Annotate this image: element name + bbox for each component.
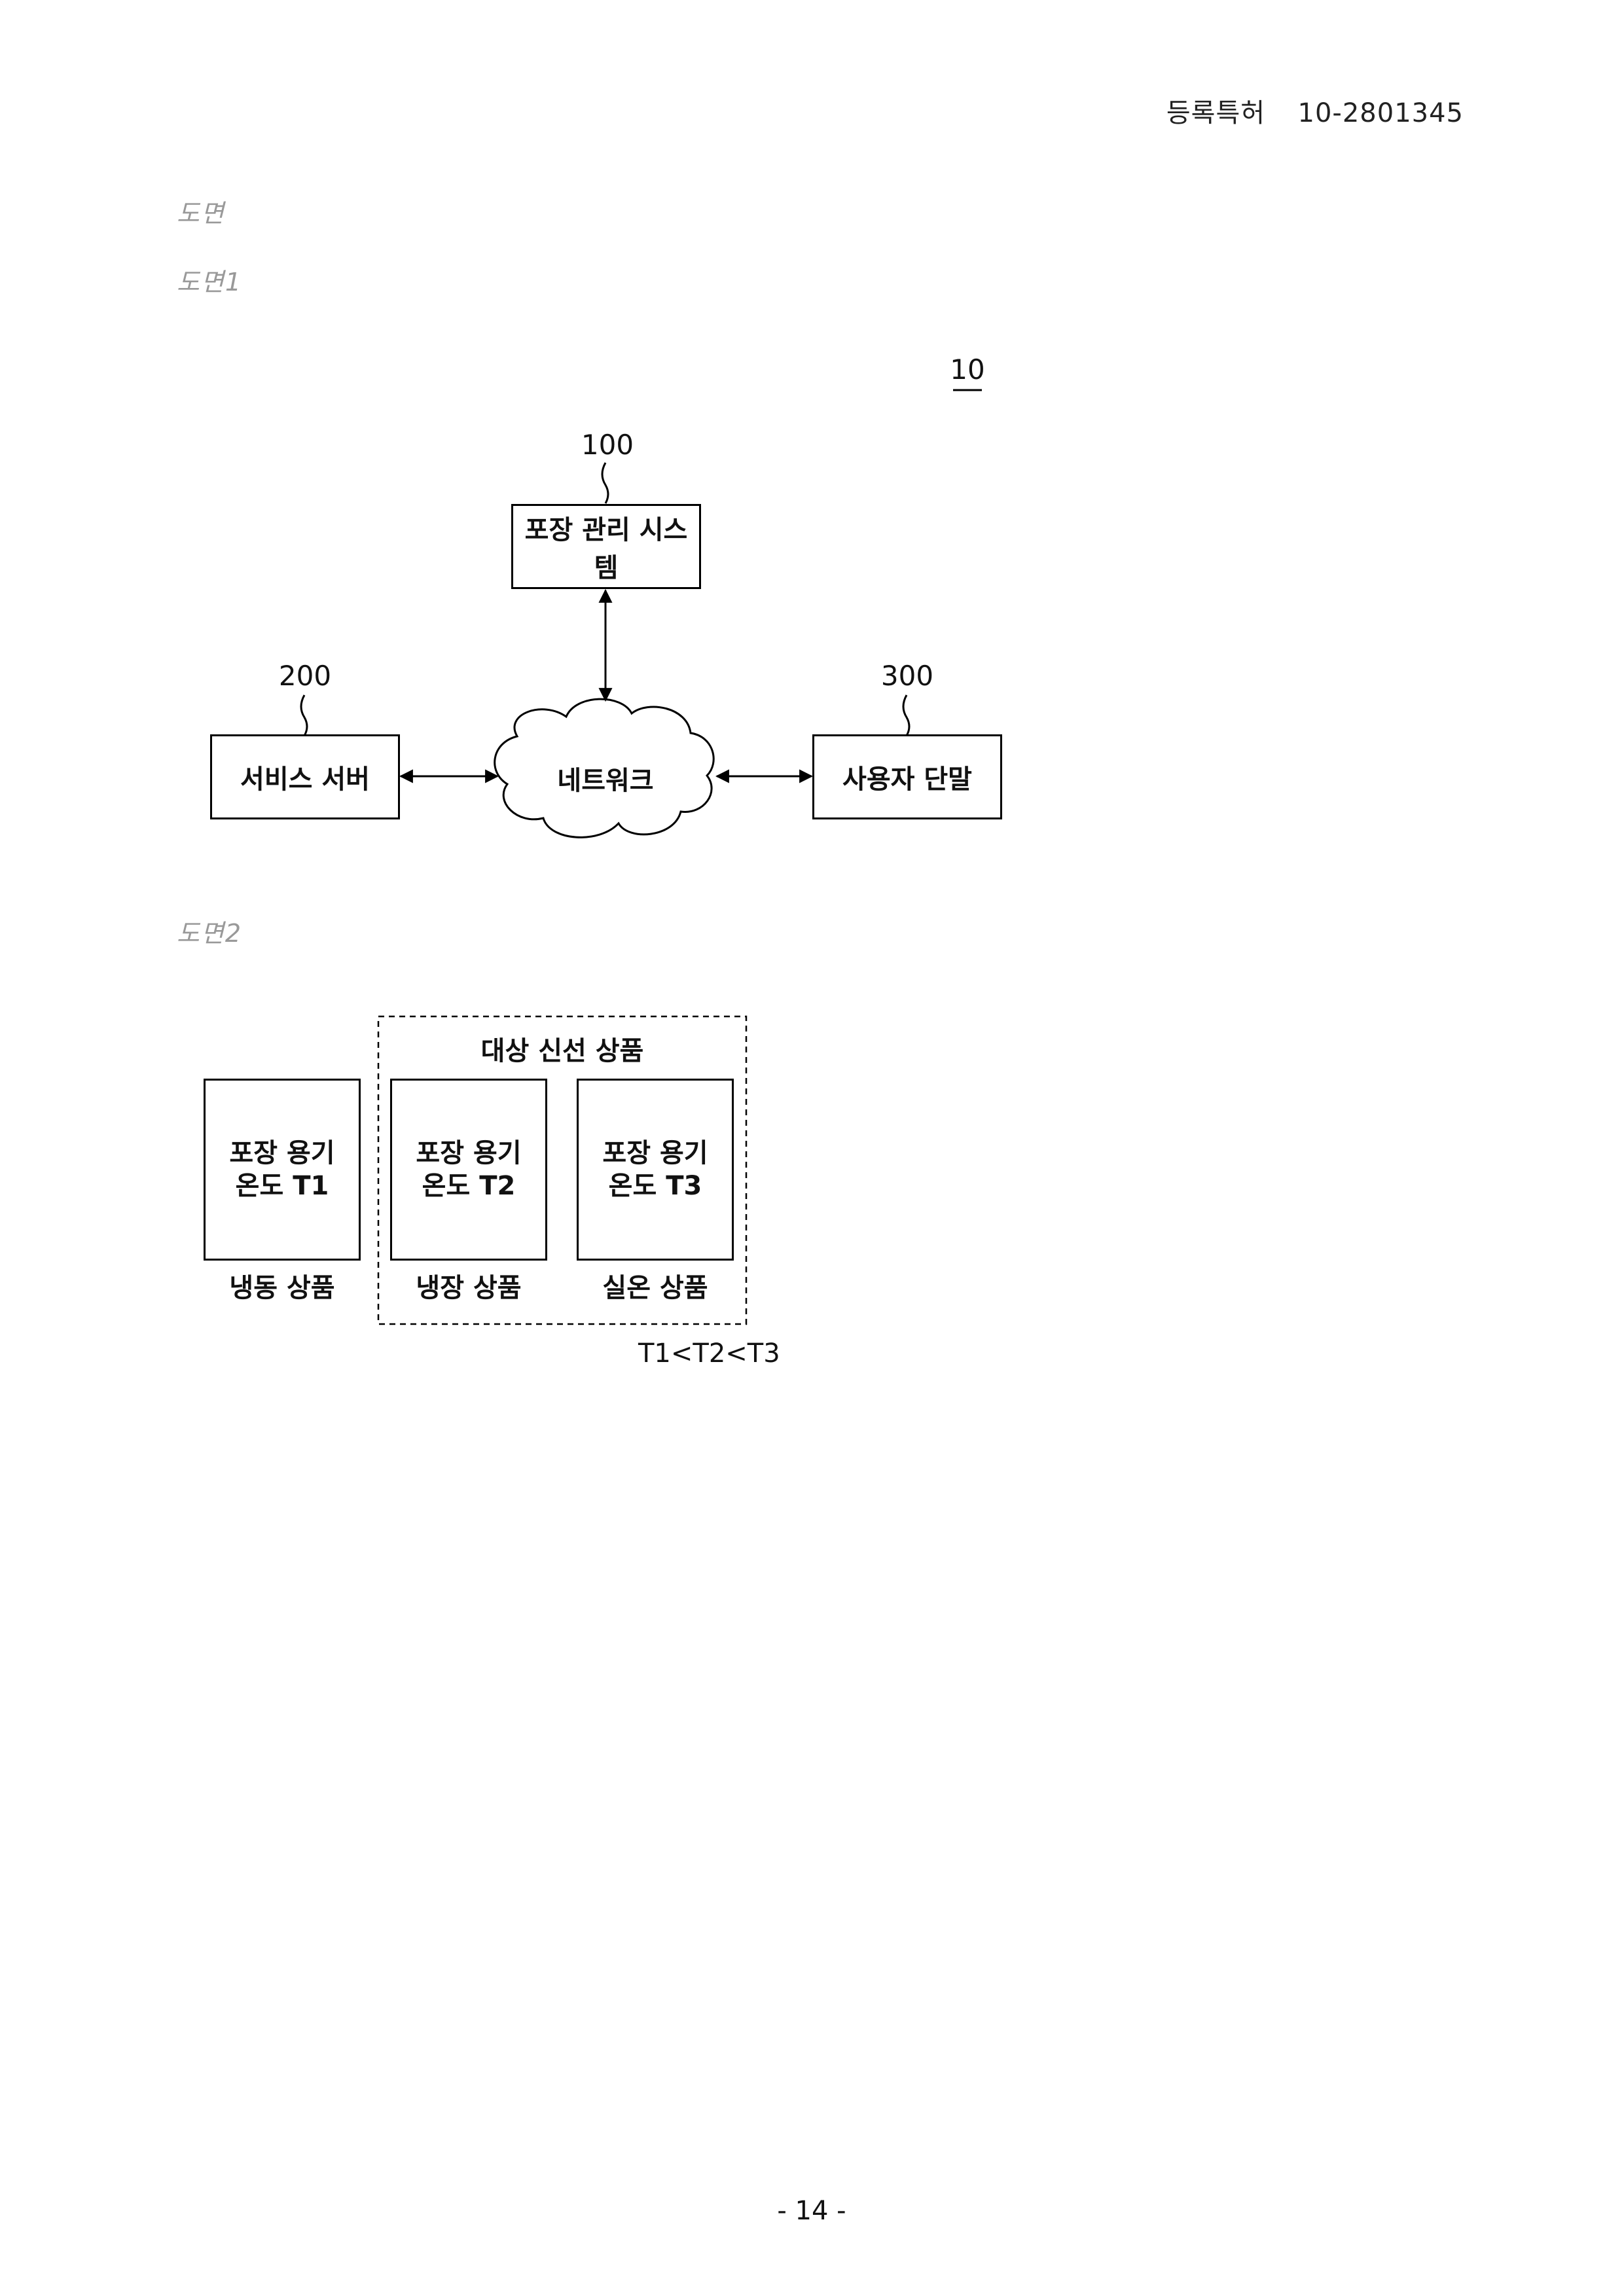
system-ref: 10: [902, 353, 1033, 386]
container-line1: 포장 용기: [416, 1137, 521, 1170]
container-box-room-temp: 포장 용기 온도 T3: [577, 1079, 734, 1261]
container-line1: 포장 용기: [602, 1137, 708, 1170]
service-server-label: 서비스 서버: [240, 758, 370, 796]
leader-300: [903, 695, 909, 736]
container-line1: 포장 용기: [229, 1137, 334, 1170]
packaging-system-box: 포장 관리 시스템: [511, 504, 701, 589]
ref-300: 300: [842, 660, 973, 692]
caption-room-temp: 실온 상품: [570, 1266, 740, 1304]
container-box-frozen: 포장 용기 온도 T1: [204, 1079, 361, 1261]
network-label: 네트워크: [547, 759, 664, 797]
service-server-box: 서비스 서버: [210, 734, 400, 819]
leader-200: [301, 695, 307, 736]
caption-frozen: 냉동 상품: [197, 1266, 367, 1304]
packaging-system-label: 포장 관리 시스템: [513, 509, 699, 584]
temperature-relation: T1<T2<T3: [638, 1338, 780, 1369]
container-temperature: 온도 T1: [236, 1170, 329, 1202]
ref-200: 200: [240, 660, 370, 692]
container-box-refrigerated: 포장 용기 온도 T2: [390, 1079, 547, 1261]
user-terminal-label: 사용자 단말: [842, 758, 972, 796]
container-temperature: 온도 T2: [422, 1170, 516, 1202]
ref-100: 100: [542, 429, 673, 461]
target-group-title: 대상 신선 상품: [378, 1030, 746, 1067]
container-temperature: 온도 T3: [609, 1170, 702, 1202]
user-terminal-box: 사용자 단말: [812, 734, 1002, 819]
caption-refrigerated: 냉장 상품: [384, 1266, 554, 1304]
leader-100: [602, 463, 608, 503]
page-number: - 14 -: [746, 2196, 877, 2226]
